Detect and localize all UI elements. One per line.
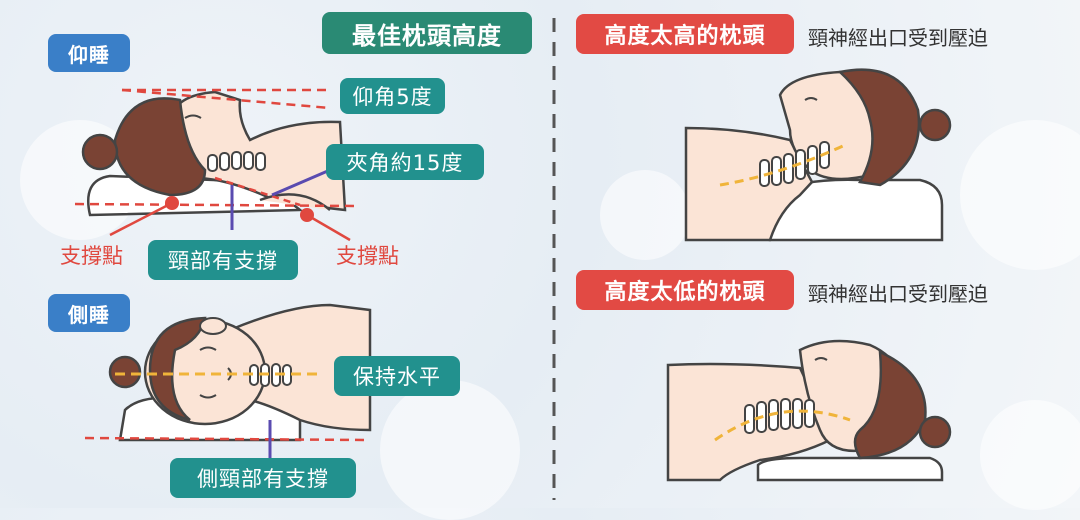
support-point-label-left: 支撐點 bbox=[60, 244, 123, 268]
side-hair bbox=[148, 316, 207, 422]
best-height-title: 最佳枕頭高度 bbox=[322, 12, 532, 54]
too-low-spine bbox=[744, 398, 815, 434]
too-high-hair bbox=[837, 68, 921, 187]
side-label: 側睡 bbox=[48, 294, 130, 332]
support-point-label-right: 支撐點 bbox=[336, 244, 399, 268]
too-low-pillow bbox=[756, 456, 944, 482]
keep-level-label: 保持水平 bbox=[334, 356, 460, 396]
too-low-curve-line bbox=[714, 409, 851, 442]
too-high-note: 頸神經出口受到壓迫 bbox=[808, 26, 988, 50]
angle-5-label: 仰角5度 bbox=[340, 78, 445, 114]
neck-support-label: 頸部有支撐 bbox=[148, 240, 298, 280]
supine-angle-line bbox=[121, 88, 331, 110]
side-figure bbox=[84, 303, 372, 460]
supine-spine bbox=[207, 151, 266, 172]
too-low-note: 頸神經出口受到壓迫 bbox=[808, 282, 988, 306]
too-high-label: 高度太高的枕頭 bbox=[576, 14, 794, 54]
too-high-curve-line bbox=[719, 143, 846, 187]
too-low-figure bbox=[666, 339, 952, 482]
side-hair-bun bbox=[108, 355, 142, 389]
side-neck-support-label: 側頸部有支撐 bbox=[170, 458, 356, 498]
too-high-figure bbox=[684, 68, 952, 242]
side-base-line bbox=[84, 436, 366, 442]
too-low-hair bbox=[853, 349, 927, 460]
supine-base-line bbox=[74, 202, 356, 208]
supine-figure bbox=[74, 88, 356, 242]
supine-hair bbox=[113, 97, 207, 197]
supine-label: 仰睡 bbox=[48, 34, 130, 72]
too-low-label: 高度太低的枕頭 bbox=[576, 270, 794, 310]
illustration-canvas bbox=[74, 18, 952, 500]
supine-hair-bun bbox=[81, 133, 119, 171]
supine-eye bbox=[184, 114, 202, 119]
included-angle-label: 夾角約15度 bbox=[326, 144, 484, 180]
